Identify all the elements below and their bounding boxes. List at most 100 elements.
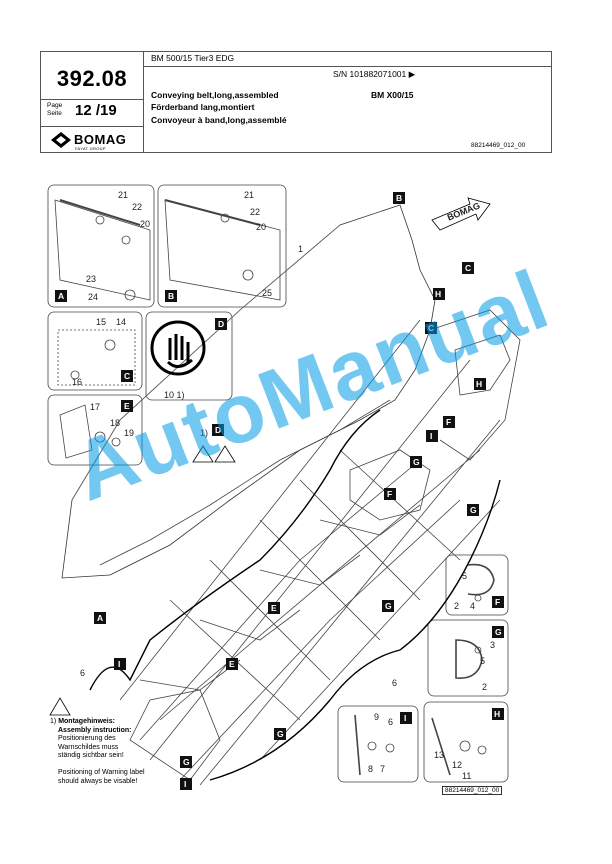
- detail-marker-h: H: [476, 379, 482, 389]
- callout: 4: [470, 601, 475, 611]
- callout: 19: [124, 428, 134, 438]
- model-name: BM 500/15 Tier3 EDG: [151, 53, 235, 63]
- machine-code: BM X00/15: [371, 90, 414, 100]
- detail-marker-d: D: [215, 425, 221, 435]
- callout: 13: [434, 750, 444, 760]
- detail-marker-g: G: [277, 729, 284, 739]
- detail-frame-a: [47, 184, 155, 308]
- detail-marker-f: F: [446, 417, 451, 427]
- detail-frame-b: [157, 184, 287, 308]
- callout: 8: [368, 764, 373, 774]
- title-block-divider: [41, 126, 143, 127]
- brand-subtitle: FAYAT GROUP: [75, 146, 106, 151]
- detail-markers: A B B C C C D D E E E F F F G G G G G G …: [55, 192, 504, 790]
- footer-drawing-reference: 88214469_012_00: [442, 786, 503, 795]
- page-number: 12 /19: [75, 102, 117, 119]
- callout: 2: [482, 682, 487, 692]
- detail-frame-c: [47, 311, 143, 391]
- detail-marker-a: A: [97, 613, 103, 623]
- callout: 6: [392, 678, 397, 688]
- detail-marker-d: D: [218, 319, 224, 329]
- detail-marker-h: H: [494, 709, 500, 719]
- detail-marker-g: G: [385, 601, 392, 611]
- detail-frame-h: [423, 701, 509, 783]
- callout: 9: [374, 712, 379, 722]
- detail-marker-g: G: [470, 505, 477, 515]
- title-english: Conveying belt,long,assembled: [151, 90, 279, 100]
- callout: 21: [244, 190, 254, 200]
- callout: 2: [454, 601, 459, 611]
- detail-marker-b: B: [396, 193, 402, 203]
- callout: 15: [96, 317, 106, 327]
- detail-marker-b: B: [168, 291, 174, 301]
- callout: 16: [72, 377, 82, 387]
- callout: 20: [140, 219, 150, 229]
- callout: 17: [90, 402, 100, 412]
- detail-marker-i: I: [430, 431, 432, 441]
- brand-name: BOMAG: [74, 132, 127, 147]
- detail-frame-f: [445, 554, 509, 616]
- title-german: Förderband lang,montiert: [151, 102, 255, 112]
- note-ref: 1): [50, 718, 57, 725]
- page-label-de: Seite: [47, 110, 62, 117]
- callout: 6: [388, 717, 393, 727]
- drawing-reference: 88214469_012_00: [471, 142, 526, 149]
- callout: 24: [88, 292, 98, 302]
- detail-marker-h: H: [435, 289, 441, 299]
- detail-marker-g: G: [495, 627, 502, 637]
- note-heading-de: Montagehinweis:: [58, 718, 115, 725]
- note-heading-en: Assembly instruction:: [58, 726, 132, 734]
- title-block-divider: [143, 52, 144, 152]
- detail-marker-e: E: [124, 401, 130, 411]
- callout: 12: [452, 760, 462, 770]
- title-block: BM 500/15 Tier3 EDG S/N 101882071001 ▶ 3…: [40, 51, 552, 153]
- callout: 25: [262, 288, 272, 298]
- detail-marker-c: C: [465, 263, 471, 273]
- title-block-divider: [143, 66, 551, 67]
- callout: 21: [118, 190, 128, 200]
- detail-marker-e: E: [229, 659, 235, 669]
- detail-frame-e: [47, 394, 143, 466]
- callout: 3: [490, 640, 495, 650]
- detail-marker-e: E: [271, 603, 277, 613]
- callout: 22: [132, 202, 142, 212]
- detail-marker-g: G: [183, 757, 190, 767]
- detail-marker-a: A: [58, 291, 64, 301]
- callout: 18: [110, 418, 120, 428]
- callout: 5: [480, 656, 485, 666]
- detail-marker-g: G: [413, 457, 420, 467]
- serial-number: S/N 101882071001 ▶: [333, 69, 416, 79]
- callout: 1): [200, 428, 208, 438]
- note-text-en: Positioning of Warning label: [58, 769, 145, 776]
- detail-marker-i: I: [184, 779, 186, 789]
- callout-numbers: 21 22 20 23 24 21 22 20 25 15 14 16 10 1…: [72, 190, 495, 781]
- detail-frame-g: [427, 619, 509, 697]
- callout: 5: [462, 571, 467, 581]
- page-label: Page Seite: [47, 102, 62, 118]
- callout: 1: [298, 244, 303, 254]
- page-label-en: Page: [47, 102, 63, 109]
- callout: 23: [86, 274, 96, 284]
- detail-frame-i: [337, 705, 419, 783]
- callout: 10 1): [164, 390, 185, 400]
- callout: 14: [116, 317, 126, 327]
- detail-frame-d: [145, 311, 233, 401]
- bomag-logo: [51, 132, 71, 148]
- detail-marker-c: C: [428, 323, 434, 333]
- note-text-de: Positionierung des: [58, 735, 116, 742]
- title-french: Convoyeur à band,long,assemblé: [151, 115, 287, 125]
- callout: 11: [462, 771, 471, 781]
- exploded-view-drawing: BOMAG 21 22 20 23 24 21 22 20 25 15 14 1…: [47, 184, 521, 790]
- detail-marker-f: F: [387, 489, 392, 499]
- callout: 7: [380, 764, 385, 774]
- callout: 20: [256, 222, 266, 232]
- note-text-de: Warnschildes muss: [58, 743, 119, 751]
- title-block-divider: [41, 99, 143, 100]
- assembly-note: 1) Montagehinweis: Assembly instruction:…: [50, 718, 145, 786]
- callout: 6: [80, 668, 85, 678]
- detail-marker-i: I: [404, 713, 406, 723]
- note-text-en: should always be visable!: [58, 777, 138, 785]
- detail-marker-f: F: [495, 597, 500, 607]
- note-text-de: ständig sichtbar sein!: [58, 752, 124, 759]
- detail-marker-i: I: [118, 659, 120, 669]
